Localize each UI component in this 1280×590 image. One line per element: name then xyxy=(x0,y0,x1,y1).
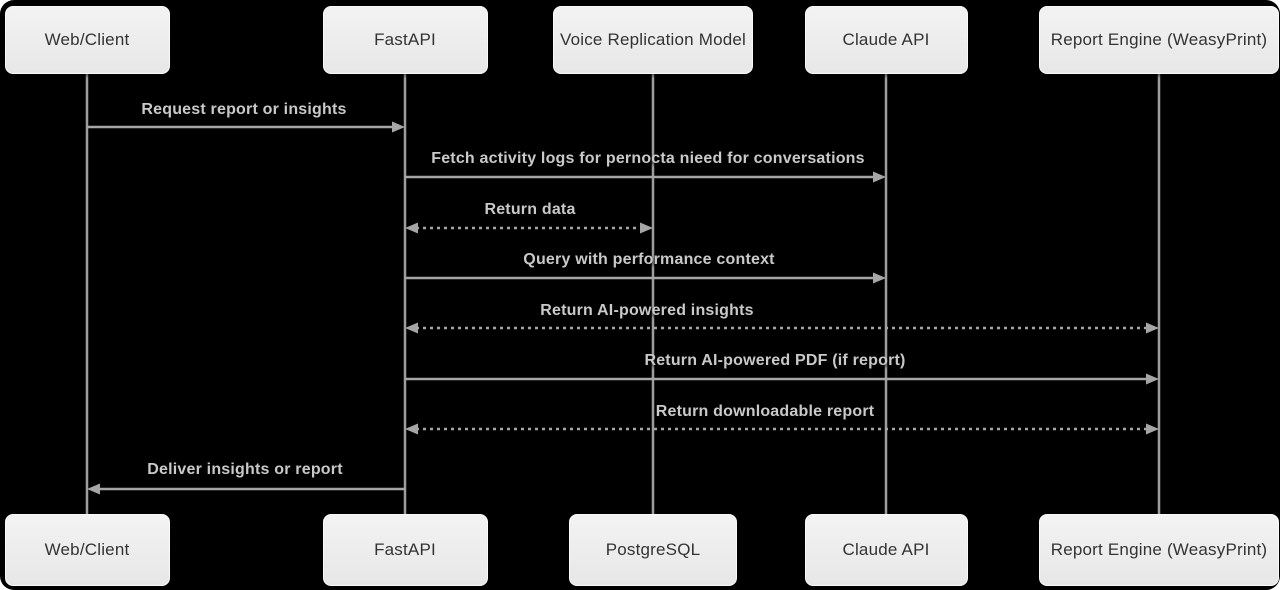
participant-bottom-web_client: Web/Client xyxy=(4,514,170,586)
arrowhead-left-icon xyxy=(405,423,418,435)
arrowhead-left-icon xyxy=(405,322,418,334)
message-label: Return AI-powered PDF (if report) xyxy=(644,352,906,369)
arrowhead-right-icon xyxy=(873,171,886,183)
arrowhead-right-icon xyxy=(1146,423,1159,435)
participant-label: Web/Client xyxy=(44,540,130,559)
arrowhead-right-icon xyxy=(1146,322,1159,334)
message-label: Fetch activity logs for pernocta nieed f… xyxy=(431,150,865,167)
participant-bottom-claude_api: Claude API xyxy=(804,514,968,586)
arrowhead-left-icon xyxy=(87,483,100,495)
message-label: Return downloadable report xyxy=(655,403,875,420)
participant-top-report_engine: Report Engine (WeasyPrint) xyxy=(1039,6,1279,74)
participant-bottom-fastapi: FastAPI xyxy=(322,514,488,586)
message-label: Query with performance context xyxy=(523,251,775,268)
participant-bottom-datastore: PostgreSQL xyxy=(569,514,737,586)
participant-label: Report Engine (WeasyPrint) xyxy=(1050,30,1268,49)
arrowhead-right-icon xyxy=(873,272,886,284)
participant-top-datastore: Voice Replication Model xyxy=(553,6,753,74)
participant-label: FastAPI xyxy=(374,540,436,559)
message-label: Request report or insights xyxy=(141,101,347,118)
participant-label: Report Engine (WeasyPrint) xyxy=(1050,540,1268,559)
participant-label: Claude API xyxy=(842,540,930,559)
message-label: Return data xyxy=(484,201,576,218)
participant-label: Claude API xyxy=(842,30,930,49)
arrowhead-right-icon xyxy=(640,222,653,234)
arrowhead-right-icon xyxy=(1146,373,1159,385)
participant-label: PostgreSQL xyxy=(605,540,701,559)
participant-label: Voice Replication Model xyxy=(559,30,747,49)
arrowhead-right-icon xyxy=(392,121,405,133)
participant-label: Web/Client xyxy=(44,30,130,49)
participant-top-claude_api: Claude API xyxy=(804,6,968,74)
message-label: Return AI-powered insights xyxy=(540,302,754,319)
participant-bottom-report_engine: Report Engine (WeasyPrint) xyxy=(1039,514,1279,586)
participant-top-web_client: Web/Client xyxy=(4,6,170,74)
participant-top-fastapi: FastAPI xyxy=(322,6,488,74)
arrowhead-left-icon xyxy=(405,222,418,234)
participant-label: FastAPI xyxy=(374,30,436,49)
message-label: Deliver insights or report xyxy=(147,461,343,478)
